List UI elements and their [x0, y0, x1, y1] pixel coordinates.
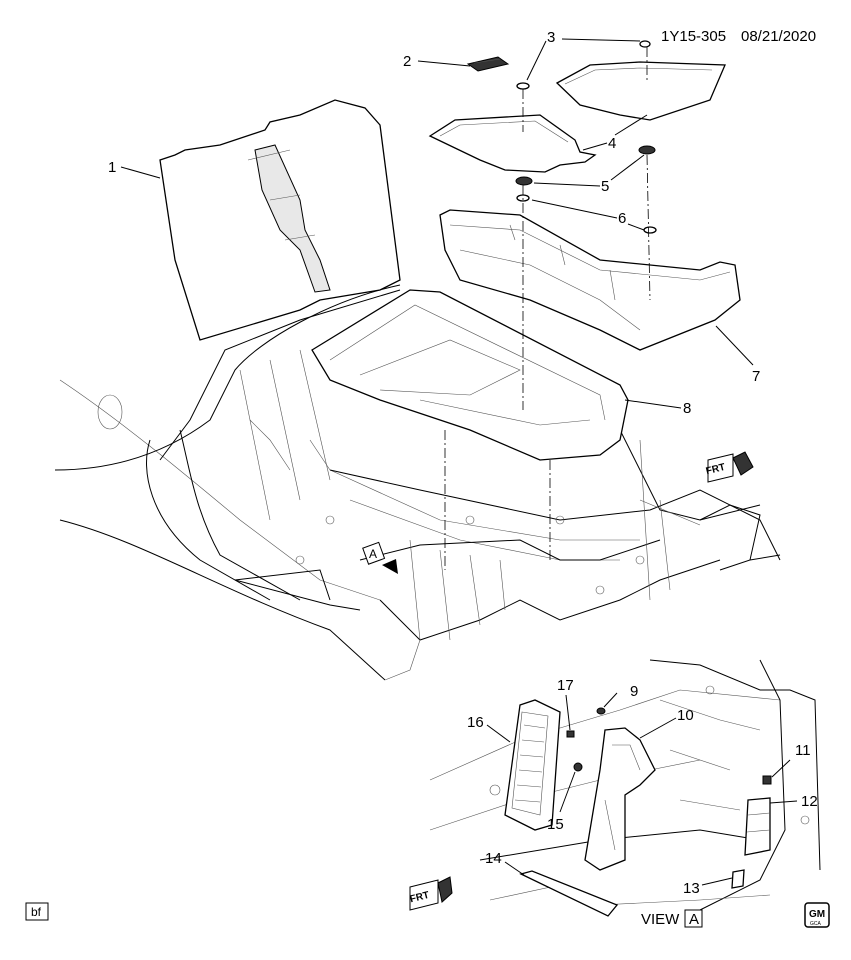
callout-1: 1 — [108, 159, 116, 176]
callout-labels: 1 2 3 4 5 6 7 8 9 10 11 12 13 14 15 16 1… — [108, 29, 818, 897]
part-10-trim-panel — [584, 727, 656, 871]
view-caption: VIEW — [641, 911, 680, 928]
callout-15: 15 — [547, 816, 564, 833]
assembly-lines — [444, 47, 651, 570]
view-a-reference: A — [362, 541, 398, 574]
callout-8: 8 — [683, 400, 691, 417]
callout-14: 14 — [485, 850, 502, 867]
part-12-insulator — [744, 797, 771, 856]
part-7-storage-tray — [439, 209, 741, 351]
part-4-floor-mat-left — [428, 114, 597, 173]
callout-3: 3 — [547, 29, 555, 46]
part-13-pad — [731, 869, 745, 889]
part-5-grommet — [515, 145, 656, 186]
part-9-clip — [596, 707, 606, 715]
frt-arrow-top: FRT — [705, 451, 754, 483]
callout-5: 5 — [601, 178, 609, 195]
frt-label-top: FRT — [705, 462, 727, 477]
view-box-letter: A — [689, 911, 699, 928]
bf-tag-box — [25, 902, 49, 921]
vehicle-body-structure — [54, 284, 781, 681]
part-4-floor-mat-right — [555, 61, 726, 121]
callout-2: 2 — [403, 53, 411, 70]
gm-logo: GM GCA — [804, 902, 830, 928]
part-15-screw — [573, 762, 583, 772]
callout-7: 7 — [752, 368, 760, 385]
callout-12: 12 — [801, 793, 818, 810]
part-17-clip — [566, 730, 575, 738]
callout-10: 10 — [677, 707, 694, 724]
view-a-ref-letter: A — [369, 547, 377, 561]
part-14-strip — [519, 870, 619, 917]
view-box — [684, 909, 703, 928]
callout-11: 11 — [795, 742, 811, 759]
svg-text:GM: GM — [809, 909, 825, 920]
callout-4: 4 — [608, 135, 616, 152]
part-3-fastener — [516, 40, 651, 90]
part-1-floor-panel — [159, 99, 401, 341]
svg-text:GCA: GCA — [810, 921, 822, 927]
callout-13: 13 — [683, 880, 700, 897]
callout-9: 9 — [630, 683, 638, 700]
leader-lines — [120, 38, 798, 886]
part-2-label — [466, 56, 510, 72]
frt-arrow-bottom: FRT — [409, 876, 453, 911]
callout-17: 17 — [557, 677, 574, 694]
callout-6: 6 — [618, 210, 626, 227]
part-8-lower-tray — [311, 289, 629, 461]
part-11-clip — [762, 775, 772, 785]
frt-label-bottom: FRT — [409, 890, 431, 905]
part-16-sill-plate — [504, 699, 561, 831]
callout-16: 16 — [467, 714, 484, 731]
diagram-id: 1Y15-305 — [661, 28, 726, 45]
diagram-date: 08/21/2020 — [741, 28, 816, 45]
bf-tag: bf — [31, 905, 42, 919]
